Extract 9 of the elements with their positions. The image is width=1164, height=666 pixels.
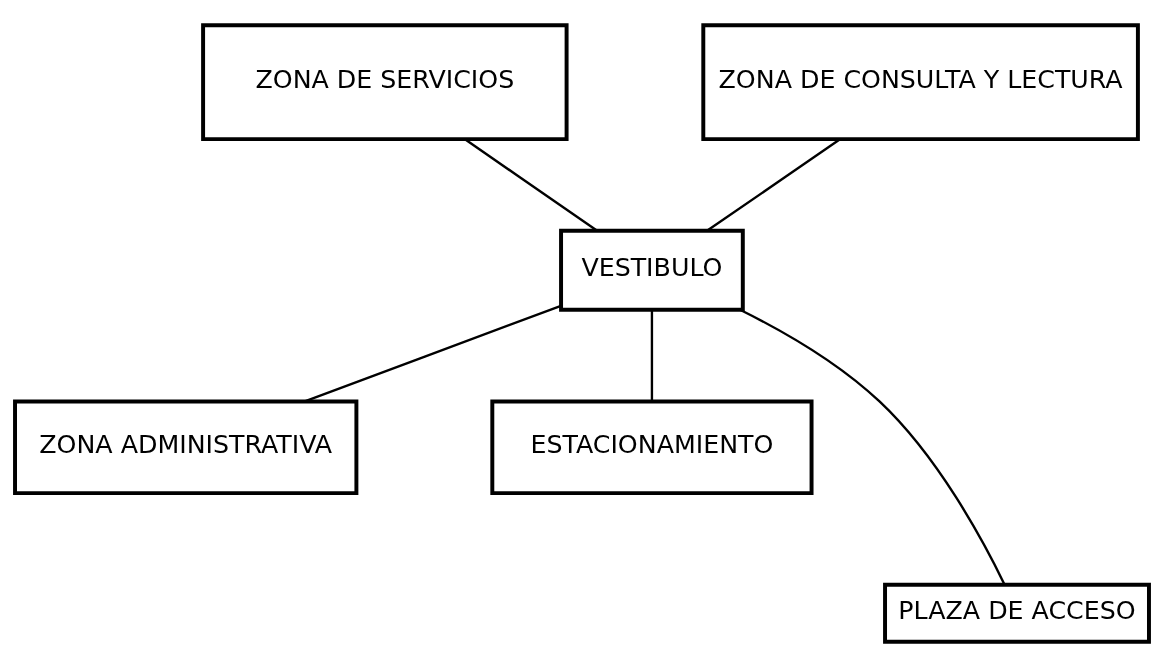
node-box: ZONA ADMINISTRATIVA xyxy=(13,399,359,495)
node-box: ZONA DE SERVICIOS xyxy=(201,22,569,141)
node-box: ZONA DE CONSULTA Y LECTURA xyxy=(701,22,1140,141)
connector xyxy=(304,304,562,402)
node-box: ESTACIONAMIENTO xyxy=(490,399,814,495)
connector xyxy=(739,308,1006,585)
connector xyxy=(650,309,654,401)
node-box: PLAZA DE ACCESO xyxy=(883,582,1151,644)
node-box: VESTIBULO xyxy=(559,228,745,312)
